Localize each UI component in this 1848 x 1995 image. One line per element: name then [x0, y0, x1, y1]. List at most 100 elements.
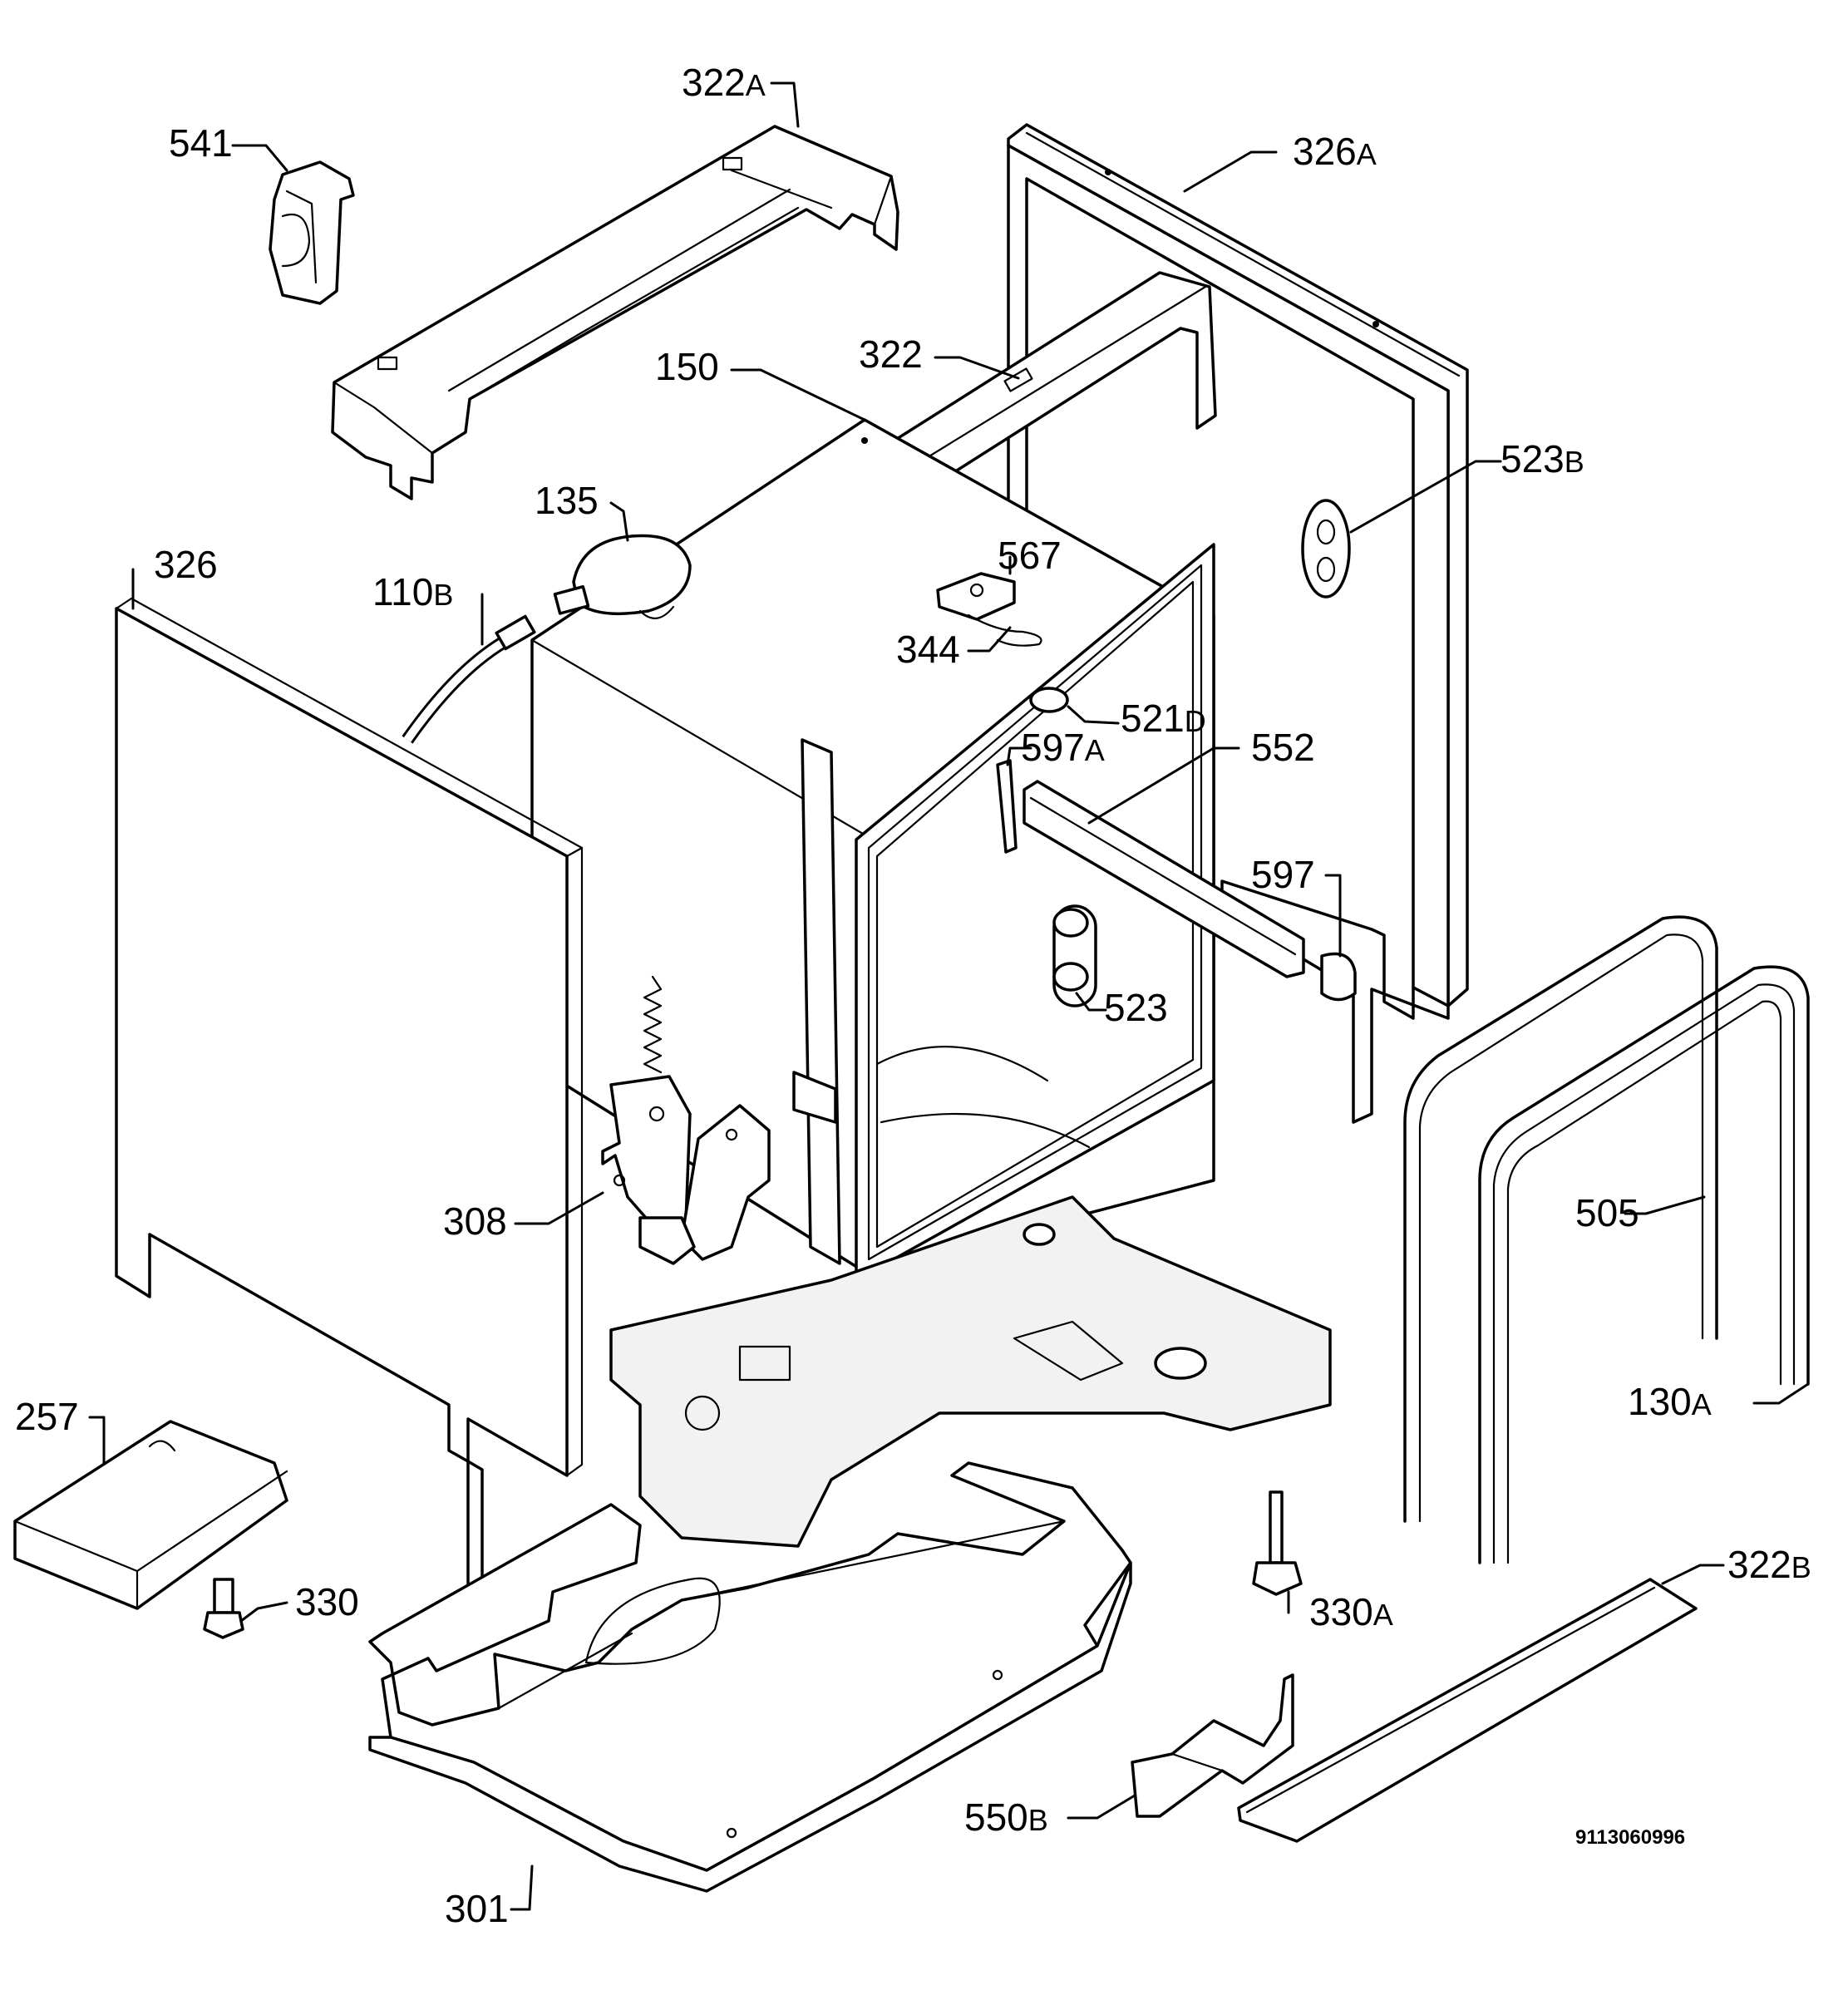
svg-text:308: 308 [443, 1199, 507, 1243]
callout-suffix: B [1028, 1803, 1048, 1837]
callout-number: 330 [1309, 1590, 1373, 1633]
callout-suffix: A [1692, 1387, 1712, 1421]
callout-150: 150 [655, 345, 719, 388]
svg-text:322B: 322B [1727, 1543, 1811, 1586]
part-330-foot [203, 1578, 244, 1639]
svg-text:150: 150 [655, 345, 719, 388]
svg-text:523B: 523B [1501, 437, 1584, 480]
callout-number: 567 [998, 534, 1062, 577]
svg-text:344: 344 [896, 628, 960, 671]
callout-number: 301 [445, 1887, 509, 1930]
callout-number: 597 [1251, 853, 1315, 896]
callout-number: 550 [964, 1796, 1028, 1839]
callout-suffix: D [1185, 704, 1206, 738]
svg-text:322: 322 [859, 332, 923, 376]
part-552-rail [1023, 780, 1305, 978]
svg-text:550B: 550B [964, 1796, 1048, 1839]
part-130A-seal [1478, 965, 1810, 1564]
svg-text:326: 326 [154, 543, 218, 586]
part-567-bracket [936, 572, 1016, 621]
part-541-clip [269, 160, 355, 305]
callout-number: 322 [859, 332, 923, 376]
callout-number: 523 [1501, 437, 1565, 480]
part-523B-grommet [1301, 499, 1351, 598]
svg-text:567: 567 [998, 534, 1062, 577]
svg-text:541: 541 [169, 121, 233, 165]
svg-text:110B: 110B [372, 570, 453, 613]
callout-550B: 550B [964, 1796, 1048, 1839]
part-597A-clip [996, 759, 1018, 854]
callout-number: 330 [295, 1580, 359, 1623]
callout-541: 541 [169, 121, 233, 165]
callout-number: 541 [169, 121, 233, 165]
part-308-hinge [601, 975, 771, 1265]
svg-text:330: 330 [295, 1580, 359, 1623]
callout-number: 326 [1293, 130, 1357, 173]
part-322B-rail [1237, 1578, 1698, 1843]
svg-text:322A: 322A [682, 61, 766, 104]
leader-lines [88, 81, 1810, 1911]
document-number: 9113060996 [1575, 1826, 1685, 1849]
callout-number: 521 [1121, 697, 1185, 740]
callout-number: 130 [1628, 1380, 1692, 1423]
callout-number: 135 [535, 479, 599, 522]
part-base-sump [609, 1195, 1332, 1548]
part-door-frame [792, 543, 1215, 1282]
svg-text:523: 523 [1104, 986, 1168, 1029]
callout-number: 257 [15, 1395, 79, 1438]
svg-text:597: 597 [1251, 853, 1315, 896]
callout-523B: 523B [1501, 437, 1584, 480]
part-505-seal [1403, 915, 1718, 1523]
svg-text:135: 135 [535, 479, 599, 522]
callout-110B: 110B [372, 570, 453, 613]
callout-suffix: A [1373, 1598, 1393, 1632]
callout-301: 301 [445, 1887, 509, 1930]
callout-597: 597 [1251, 853, 1315, 896]
callout-322B: 322B [1727, 1543, 1811, 1586]
callout-number: 326 [154, 543, 218, 586]
callout-suffix: A [1085, 733, 1105, 767]
callout-suffix: B [1791, 1550, 1811, 1584]
callout-552: 552 [1251, 726, 1315, 769]
callout-257: 257 [15, 1395, 79, 1438]
svg-text:521D: 521D [1121, 697, 1206, 740]
callout-597A: 597A [1021, 726, 1105, 769]
svg-text:330A: 330A [1309, 1590, 1393, 1633]
svg-text:130A: 130A [1628, 1380, 1712, 1423]
callout-326: 326 [154, 543, 218, 586]
callout-322A: 322A [682, 61, 766, 104]
callout-suffix: B [433, 578, 453, 612]
callout-330: 330 [295, 1580, 359, 1623]
part-110B-hose [402, 614, 536, 744]
callout-number: 322 [1727, 1543, 1791, 1586]
callout-number: 505 [1575, 1191, 1639, 1234]
part-597-clip [1320, 952, 1357, 1002]
part-523-double-grommet [1052, 904, 1097, 1007]
part-326-side-panel [115, 597, 584, 1594]
svg-text:597A: 597A [1021, 726, 1105, 769]
part-135-sensor [553, 534, 692, 619]
callout-567: 567 [998, 534, 1062, 577]
part-322A-top-frame [331, 125, 899, 500]
svg-text:301: 301 [445, 1887, 509, 1930]
callout-344: 344 [896, 628, 960, 671]
callout-135: 135 [535, 479, 599, 522]
callout-number: 344 [896, 628, 960, 671]
callout-number: 322 [682, 61, 746, 104]
callout-308: 308 [443, 1199, 507, 1243]
svg-text:326A: 326A [1293, 130, 1377, 173]
callout-330A: 330A [1309, 1590, 1393, 1633]
callout-326A: 326A [1293, 130, 1377, 173]
callout-number: 150 [655, 345, 719, 388]
callout-521D: 521D [1121, 697, 1206, 740]
callout-322: 322 [859, 332, 923, 376]
callout-number: 597 [1021, 726, 1085, 769]
callout-suffix: A [1357, 137, 1377, 171]
callout-number: 308 [443, 1199, 507, 1243]
svg-text:257: 257 [15, 1395, 79, 1438]
part-550B-bracket [1131, 1673, 1294, 1818]
callout-number: 110 [372, 570, 433, 613]
callout-number: 523 [1104, 986, 1168, 1029]
callout-130A: 130A [1628, 1380, 1712, 1423]
